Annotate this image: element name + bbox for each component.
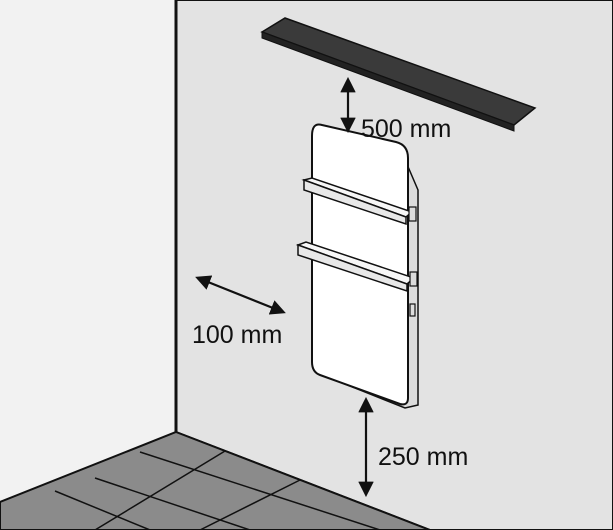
side-clearance-label: 100 mm: [192, 321, 282, 349]
floor-clearance-label: 250 mm: [378, 443, 468, 471]
shelf-front-face: [261, 31, 515, 132]
side-wall: [0, 0, 176, 530]
top-clearance-label: 500 mm: [361, 115, 451, 143]
side-clearance-arrow: [195, 275, 286, 315]
floor: [0, 430, 431, 530]
bar-brackets: [408, 206, 418, 317]
floor-tile-lines: [54, 450, 381, 530]
towel-bar-lower: [295, 241, 416, 293]
